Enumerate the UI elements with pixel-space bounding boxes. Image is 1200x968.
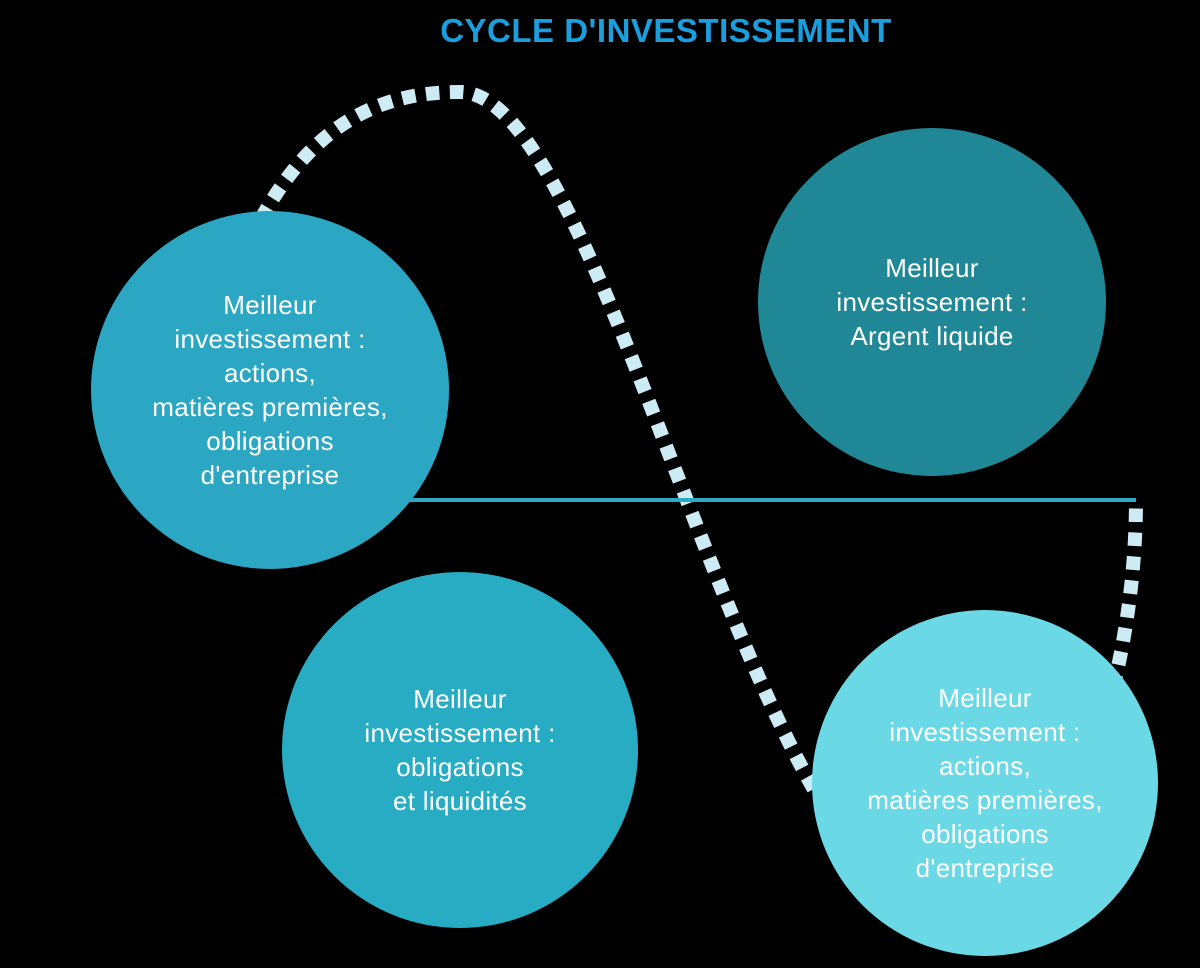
circle-text-line: Meilleur xyxy=(223,290,317,320)
circle-text-line: d'entreprise xyxy=(200,460,340,490)
circle-text-line: Meilleur xyxy=(413,684,507,714)
circle-label: Meilleur investissement : actions, matiè… xyxy=(867,681,1102,885)
circle-text-line: matières premières, xyxy=(152,392,388,422)
circle-text-line: investissement : xyxy=(836,287,1028,317)
circle-text-line: matières premières, xyxy=(867,785,1103,815)
circle-text-line: obligations xyxy=(921,819,1049,849)
circle-label: Meilleur investissement : obligations et… xyxy=(364,682,555,818)
circle-best-investment-cash: Meilleur investissement : Argent liquide xyxy=(758,128,1106,476)
circle-text-line: actions, xyxy=(223,358,316,388)
circle-label: Meilleur investissement : actions, matiè… xyxy=(152,288,387,492)
circle-text-line: obligations xyxy=(396,752,524,782)
circle-best-investment-equities-bottom: Meilleur investissement : actions, matiè… xyxy=(812,610,1158,956)
circle-best-investment-equities-top: Meilleur investissement : actions, matiè… xyxy=(91,211,449,569)
circle-text-line: investissement : xyxy=(364,718,556,748)
circle-text-line: Argent liquide xyxy=(850,321,1014,351)
circle-text-line: investissement : xyxy=(889,717,1081,747)
circle-label: Meilleur investissement : Argent liquide xyxy=(836,251,1027,353)
circle-best-investment-bonds-liquidity: Meilleur investissement : obligations et… xyxy=(282,572,638,928)
page-title: CYCLE D'INVESTISSEMENT xyxy=(440,12,892,49)
circle-text-line: obligations xyxy=(206,426,334,456)
circle-text-line: d'entreprise xyxy=(915,853,1055,883)
circle-text-line: investissement : xyxy=(174,324,366,354)
circle-text-line: Meilleur xyxy=(885,253,979,283)
circle-text-line: actions, xyxy=(938,751,1031,781)
circle-text-line: et liquidités xyxy=(393,786,527,816)
circle-text-line: Meilleur xyxy=(938,683,1032,713)
